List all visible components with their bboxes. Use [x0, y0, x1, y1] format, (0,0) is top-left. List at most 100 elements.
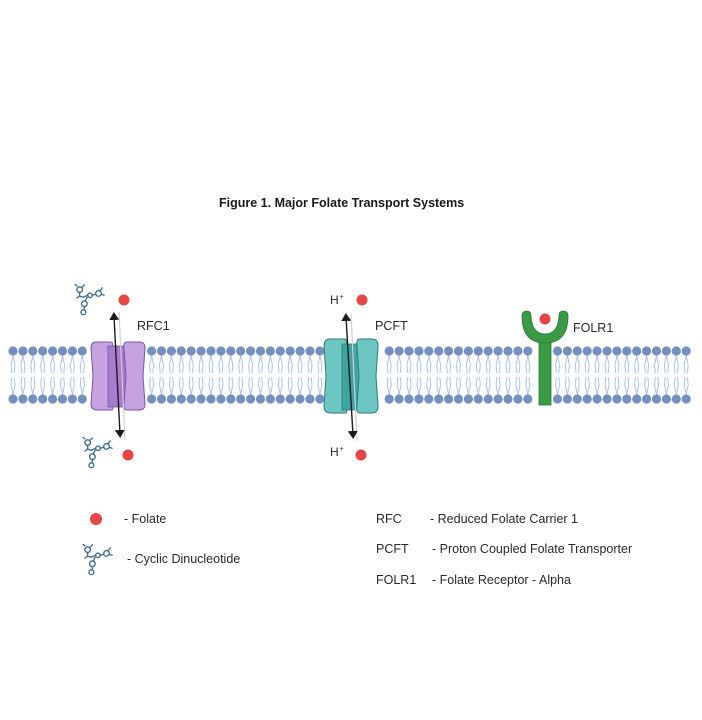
lipid-pair: [681, 346, 691, 404]
lipid-head: [642, 346, 652, 356]
lipid-pair: [572, 346, 582, 404]
lipid-pair: [156, 346, 167, 404]
lipid-head: [48, 346, 58, 356]
proton-charge: +: [339, 294, 344, 301]
lipid-pair: [671, 346, 681, 404]
lipid-head: [473, 394, 483, 404]
legend-desc-pcft: - Proton Coupled Folate Transporter: [432, 542, 633, 556]
rfc1-transport-arrow: [109, 311, 126, 441]
lipid-head: [622, 346, 632, 356]
lipid-head: [57, 346, 68, 356]
lipid-head: [57, 394, 68, 404]
lipid-pair: [463, 346, 473, 404]
lipid-head: [275, 346, 285, 356]
lipid-head: [473, 346, 483, 356]
lipid-pair: [414, 346, 424, 404]
lipid-head: [552, 346, 563, 356]
lipid-head: [552, 394, 563, 404]
lipid-head: [463, 394, 473, 404]
lipid-pair: [226, 346, 236, 404]
lipid-head: [176, 346, 186, 356]
proton-symbol: H: [330, 293, 339, 307]
lipid-head: [612, 346, 622, 356]
lipid-head: [28, 346, 38, 356]
lipid-head: [206, 394, 216, 404]
lipid-head: [414, 394, 424, 404]
lipid-head: [394, 394, 404, 404]
folr1-binding-cup: [521, 310, 569, 344]
lipid-head: [642, 394, 652, 404]
legend-folate-text: - Folate: [124, 512, 167, 526]
pcft-transport-arrow: [341, 312, 358, 442]
lipid-pair: [661, 346, 672, 404]
lipid-head: [493, 346, 503, 356]
lipid-head: [295, 394, 305, 404]
figure-title: Figure 1. Major Folate Transport Systems: [219, 196, 465, 210]
lipid-pair: [186, 346, 196, 404]
proton-symbol: H: [330, 445, 339, 459]
lipid-head: [186, 394, 196, 404]
legend-desc-folr1: - Folate Receptor - Alpha: [432, 573, 571, 587]
lipid-head: [156, 346, 167, 356]
lipid-head: [424, 346, 434, 356]
folate-dot-rfc1-top: [118, 294, 130, 306]
lipid-pair: [503, 346, 513, 404]
folr1-label: FOLR1: [573, 321, 614, 335]
lipid-head: [453, 394, 464, 404]
lipid-head: [582, 346, 592, 356]
lipid-pair: [602, 346, 612, 404]
folr1-receptor: [521, 310, 569, 406]
lipid-head: [255, 394, 266, 404]
lipid-head: [651, 394, 662, 404]
lipid-pair: [612, 346, 622, 404]
lipid-pair: [18, 346, 28, 404]
pcft-label: PCFT: [375, 319, 408, 333]
lipid-head: [216, 346, 226, 356]
lipid-head: [661, 394, 672, 404]
lipid-pair: [552, 346, 563, 404]
lipid-pair: [632, 346, 642, 404]
pcft-right-subunit: [356, 338, 379, 414]
lipid-head: [226, 394, 236, 404]
lipid-head: [572, 394, 582, 404]
lipid-head: [632, 346, 642, 356]
lipid-pair: [424, 346, 434, 404]
lipid-pair: [523, 346, 533, 404]
lipid-head: [493, 394, 503, 404]
lipid-head: [18, 346, 28, 356]
lipid-head: [265, 346, 275, 356]
rfc1-label: RFC1: [137, 319, 170, 333]
lipid-head: [246, 346, 256, 356]
lipid-pair: [493, 346, 503, 404]
lipid-pair: [592, 346, 602, 404]
lipid-pair: [67, 346, 77, 404]
lipid-pair: [305, 346, 315, 404]
lipid-pair: [38, 346, 48, 404]
lipid-head: [671, 394, 681, 404]
lipid-head: [236, 394, 246, 404]
lipid-pair: [622, 346, 632, 404]
lipid-head: [156, 394, 167, 404]
lipid-head: [562, 346, 573, 356]
proton-charge: +: [339, 446, 344, 453]
lipid-head: [622, 394, 632, 404]
lipid-head: [77, 394, 87, 404]
lipid-head: [572, 346, 582, 356]
lipid-head: [315, 394, 325, 404]
lipid-pair: [473, 346, 483, 404]
lipid-head: [226, 346, 236, 356]
lipid-head: [483, 346, 493, 356]
lipid-head: [592, 346, 602, 356]
lipid-head: [453, 346, 464, 356]
lipid-pair: [394, 346, 404, 404]
lipid-pair: [48, 346, 58, 404]
lipid-pair: [582, 346, 592, 404]
lipid-head: [562, 394, 573, 404]
lipid-head: [67, 346, 77, 356]
lipid-pair: [196, 346, 206, 404]
lipid-head: [186, 346, 196, 356]
rfc1-right-subunit: [123, 341, 146, 411]
folate-dot-folr1-bound: [539, 313, 551, 325]
lipid-head: [523, 394, 533, 404]
